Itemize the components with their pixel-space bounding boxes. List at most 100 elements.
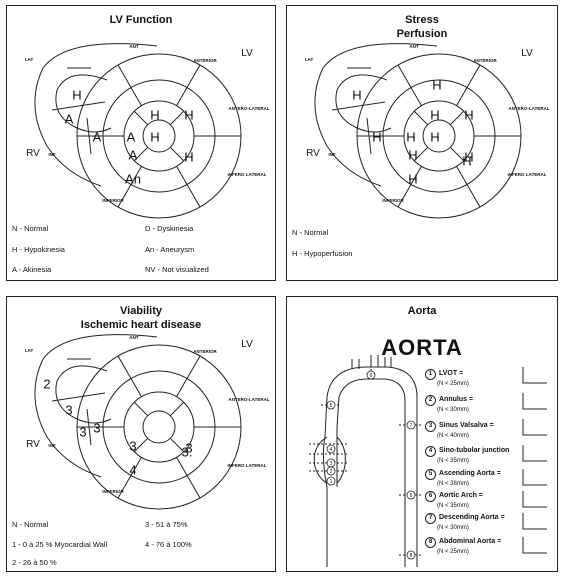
svg-text:7: 7 <box>410 423 413 429</box>
svg-text:4: 4 <box>330 447 333 453</box>
svg-text:2: 2 <box>330 469 333 475</box>
wall-label: ANTERIOR <box>193 58 217 63</box>
wall-label: INFERO LATERAL <box>508 172 547 177</box>
aorta-item-norm: (N < 30mm) <box>437 525 469 531</box>
wall-label: ANT <box>129 44 138 49</box>
wall-label: INFERIOR <box>102 489 124 494</box>
lv-label: LV <box>241 339 253 350</box>
aorta-item-norm: (N < 38mm) <box>437 481 469 487</box>
bullseye-ring-4 <box>142 410 176 444</box>
legend-n-normal: N - Normal <box>292 228 329 237</box>
bullseye-spoke <box>133 437 149 453</box>
aorta-item-label: LVOT = <box>439 370 464 377</box>
wall-label: LAT <box>25 348 34 353</box>
wall-label: INFERO LATERAL <box>228 172 267 177</box>
bullseye-spoke <box>449 110 465 126</box>
long-axis-cavity <box>55 365 112 424</box>
bullseye-diagram: LATANTANTERIORANTERO-LATERALINFINFERIORI… <box>25 43 270 219</box>
wall-label: LAT <box>305 57 314 62</box>
aorta-number-badge: 5 <box>425 469 436 480</box>
segment-score: H <box>462 153 471 168</box>
long-axis-cavity <box>335 74 392 133</box>
wall-label: ANTERIOR <box>473 58 497 63</box>
wall-label: ANTERO-LATERAL <box>228 397 269 402</box>
bullseye-spoke <box>176 166 201 208</box>
wall-label: ANT <box>409 44 418 49</box>
legend-h-hypoperfusion: H - Hypoperfusion <box>292 249 353 258</box>
legend-4: 4 - 76 à 100% <box>145 540 192 549</box>
long-axis-divider <box>331 101 386 111</box>
segment-score: H <box>408 171 417 186</box>
bullseye-spoke <box>117 64 142 106</box>
wall-label: INF <box>48 152 56 157</box>
long-axis-divider <box>51 392 106 402</box>
wall-label: ANTERIOR <box>193 349 217 354</box>
bullseye-diagram: LATANTANTERIORANTERO-LATERALINFINFERIORI… <box>305 43 550 219</box>
panel-title: LV Function <box>109 14 173 26</box>
bullseye-spoke <box>117 355 142 397</box>
panel-subtitle: Perfusion <box>396 28 448 40</box>
bullseye-diagram: LATANTANTERIORANTERO-LATERALINFINFERIORI… <box>25 334 270 510</box>
long-axis-cavity <box>55 74 112 133</box>
rv-label: RV <box>306 148 320 159</box>
bullseye-spoke <box>456 166 481 208</box>
wall-label: INFERIOR <box>382 198 404 203</box>
svg-text:8: 8 <box>410 553 413 559</box>
legend-h-hypokinesia: H - Hypokinesia <box>12 245 65 254</box>
aorta-item-label: Sino-tubular junction <box>439 447 510 454</box>
legend-d-dyskinesia: D - Dyskinesia <box>145 224 194 233</box>
aorta-panel: Aorta AORTA <box>286 296 558 572</box>
segment-score: 3 <box>185 440 192 455</box>
bullseye-spoke <box>456 64 481 106</box>
aorta-item-label: Abdominal Aorta = <box>439 538 502 545</box>
segment-score: H <box>372 129 381 144</box>
segment-score: H <box>430 129 439 144</box>
wall-label: LAT <box>25 57 34 62</box>
bullseye-spoke <box>117 457 142 499</box>
segment-score: 2 <box>43 376 50 391</box>
aorta-heading: AORTA <box>381 335 463 360</box>
segment-score: An <box>125 171 141 186</box>
aorta-number-badge: 6 <box>425 491 436 502</box>
svg-text:6: 6 <box>410 493 413 499</box>
aorta-diagram: 6 5 7 4 3 2 1 6 8 <box>309 355 547 567</box>
legend-nv-not-visualized: NV - Not visualized <box>145 265 209 274</box>
bullseye-spoke <box>397 64 422 106</box>
aorta-item-norm: (N < 25mm) <box>437 549 469 555</box>
segment-score: H <box>464 149 473 164</box>
segment-score: 3 <box>79 424 86 439</box>
bullseye-spoke <box>133 146 149 162</box>
bullseye-spoke <box>133 401 149 417</box>
lv-label: LV <box>521 48 533 59</box>
segment-score: 3 <box>65 402 72 417</box>
segment-score: H <box>408 147 417 162</box>
bullseye-spoke <box>413 110 429 126</box>
aorta-item-label: Descending Aorta = <box>439 514 505 521</box>
svg-text:1: 1 <box>330 479 333 485</box>
panel-title: Stress <box>405 14 439 26</box>
aorta-number-badge: 3 <box>425 421 436 432</box>
panel-subtitle: Ischemic heart disease <box>80 319 202 331</box>
aorta-item-norm: (N < 35mm) <box>437 458 469 464</box>
bullseye-spoke <box>169 110 185 126</box>
bullseye-ring-4 <box>422 119 456 153</box>
bullseye-spoke <box>169 401 185 417</box>
bullseye-spoke <box>169 437 185 453</box>
aorta-number-badge: 4 <box>425 446 436 457</box>
panel-title: Viability <box>120 305 162 317</box>
segment-score: H <box>464 107 473 122</box>
bullseye-spoke <box>176 355 201 397</box>
svg-text:6: 6 <box>370 373 373 379</box>
svg-text:5: 5 <box>330 403 333 409</box>
segment-score: 3 <box>129 438 136 453</box>
